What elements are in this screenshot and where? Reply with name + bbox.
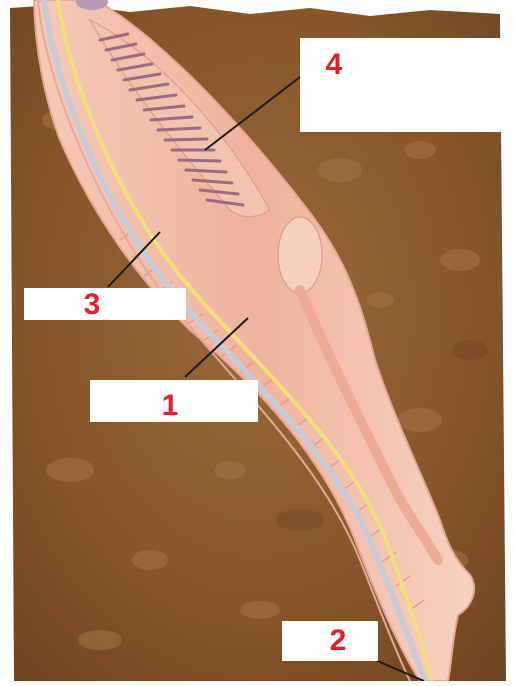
gut — [278, 217, 322, 293]
label-4: 4 — [316, 50, 352, 80]
label-3: 3 — [74, 290, 110, 320]
label-2: 2 — [320, 626, 356, 656]
label-1: 1 — [152, 391, 188, 421]
